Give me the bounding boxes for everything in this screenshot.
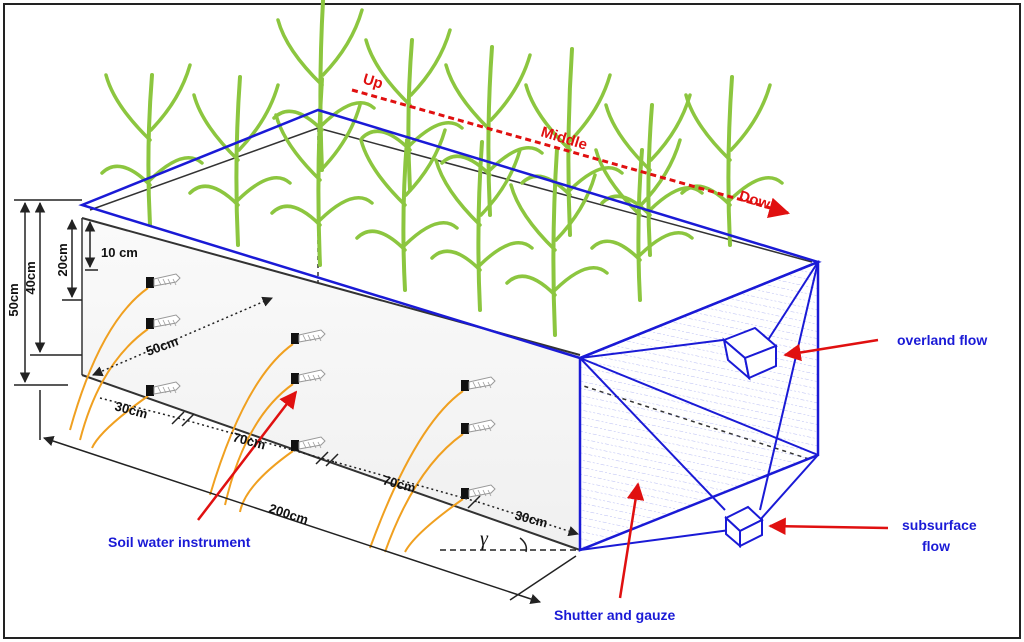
slope-angle-gamma: γ <box>480 528 489 550</box>
corn-plant <box>505 147 609 337</box>
depth-label-20cm: 20cm <box>55 243 70 276</box>
corn-plant <box>680 75 784 247</box>
overland-flow-outlet <box>722 326 778 381</box>
length-dimension <box>39 390 577 605</box>
corn-plant <box>270 77 374 267</box>
corn-plant <box>520 47 624 237</box>
corn-plant <box>360 28 464 192</box>
shutter-gauze-label: Shutter and gauze <box>554 607 676 623</box>
overland-flow-label: overland flow <box>897 332 987 348</box>
depth-dimensions <box>14 199 98 386</box>
box-top-left-inner-edge <box>89 127 319 211</box>
collector-lines <box>579 261 819 551</box>
corn-plant <box>272 0 376 172</box>
subsurface-flow-label-line1: subsurface <box>902 517 977 533</box>
soil-water-instrument-label: Soil water instrument <box>108 534 251 550</box>
depth-label-40cm: 40cm <box>23 261 38 294</box>
plants <box>100 0 784 337</box>
slope-label-down: Down <box>737 188 781 216</box>
callout-arrows <box>197 338 889 599</box>
slope-direction-arrow <box>351 88 791 218</box>
subsurface-flow-label-line2: flow <box>922 538 950 554</box>
slope-label-up: Up <box>361 71 385 93</box>
length-label-200cm: 200cm <box>267 501 310 528</box>
corn-plant <box>430 140 534 312</box>
depth-label-10cm: 10 cm <box>101 245 138 260</box>
figure-border <box>3 3 1021 639</box>
corn-plant <box>188 75 292 247</box>
subsurface-flow-outlet <box>724 505 764 549</box>
depth-label-50cm: 50cm <box>6 283 21 316</box>
slope-angle-arc <box>519 537 528 553</box>
box-front-face <box>82 218 580 550</box>
corn-plant <box>590 138 694 302</box>
